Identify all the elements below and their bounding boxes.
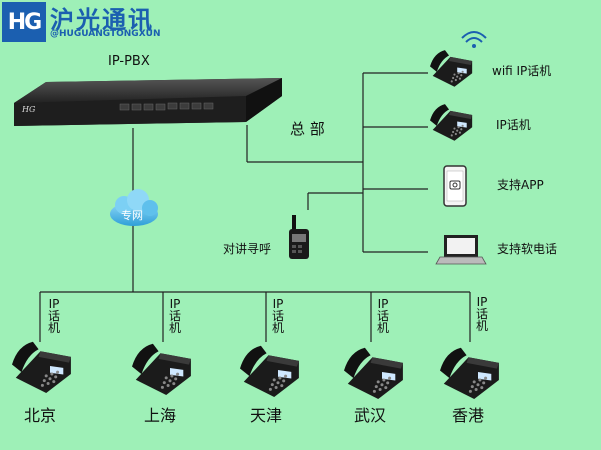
app-support-label: 支持APP: [497, 178, 544, 192]
logo-english-name: @HUGUANGTONGXUN: [50, 29, 161, 39]
connection-lines: [39, 72, 471, 342]
ip-pbx-label: IP-PBX: [108, 54, 150, 69]
branch-device-label: IP话机: [169, 297, 182, 335]
city-label-wuhan: 武汉: [354, 406, 387, 425]
ip-phone-label: IP话机: [496, 118, 531, 132]
branch-phone-beijing-icon: [12, 341, 71, 393]
walkie-talkie-icon: [289, 215, 309, 259]
branch-device-label: IP话机: [377, 297, 390, 335]
softphone-support-label: 支持软电话: [497, 242, 558, 256]
logo-chinese-name: 沪光通讯: [50, 6, 154, 34]
branch-phone-tianjin-icon: [240, 345, 299, 397]
branch-phones: [12, 341, 499, 399]
city-label-tianjin: 天津: [250, 406, 283, 425]
smartphone-app-icon: [443, 165, 467, 207]
branch-device-label: IP话机: [476, 295, 489, 333]
branch-phone-shanghai-icon: [132, 343, 191, 395]
wifi-ip-phone-label: wifi IP话机: [492, 64, 552, 78]
branch-phone-hongkong-icon: [440, 347, 499, 399]
city-label-shanghai: 上海: [144, 406, 177, 425]
company-logo: HG 沪光通讯 @HUGUANGTONGXUN: [2, 2, 185, 42]
ip-phone-hq-icon: [430, 104, 473, 141]
headquarters-label: 总 部: [290, 120, 325, 138]
city-label-beijing: 北京: [24, 406, 57, 425]
private-network-label: 专网: [121, 209, 143, 222]
branch-phone-wuhan-icon: [344, 347, 403, 399]
city-label-hongkong: 香港: [452, 406, 485, 425]
ip-pbx-device: HG: [14, 78, 282, 126]
logo-badge: HG: [2, 2, 46, 42]
private-network-cloud-icon: [110, 189, 158, 226]
laptop-softphone-icon: [435, 235, 487, 265]
svg-text:HG: HG: [21, 105, 36, 114]
branch-device-label: IP话机: [48, 297, 61, 335]
branch-device-label: IP话机: [272, 297, 285, 335]
wifi-ip-phone-icon: [430, 31, 487, 87]
intercom-paging-label: 对讲寻呼: [223, 242, 272, 256]
